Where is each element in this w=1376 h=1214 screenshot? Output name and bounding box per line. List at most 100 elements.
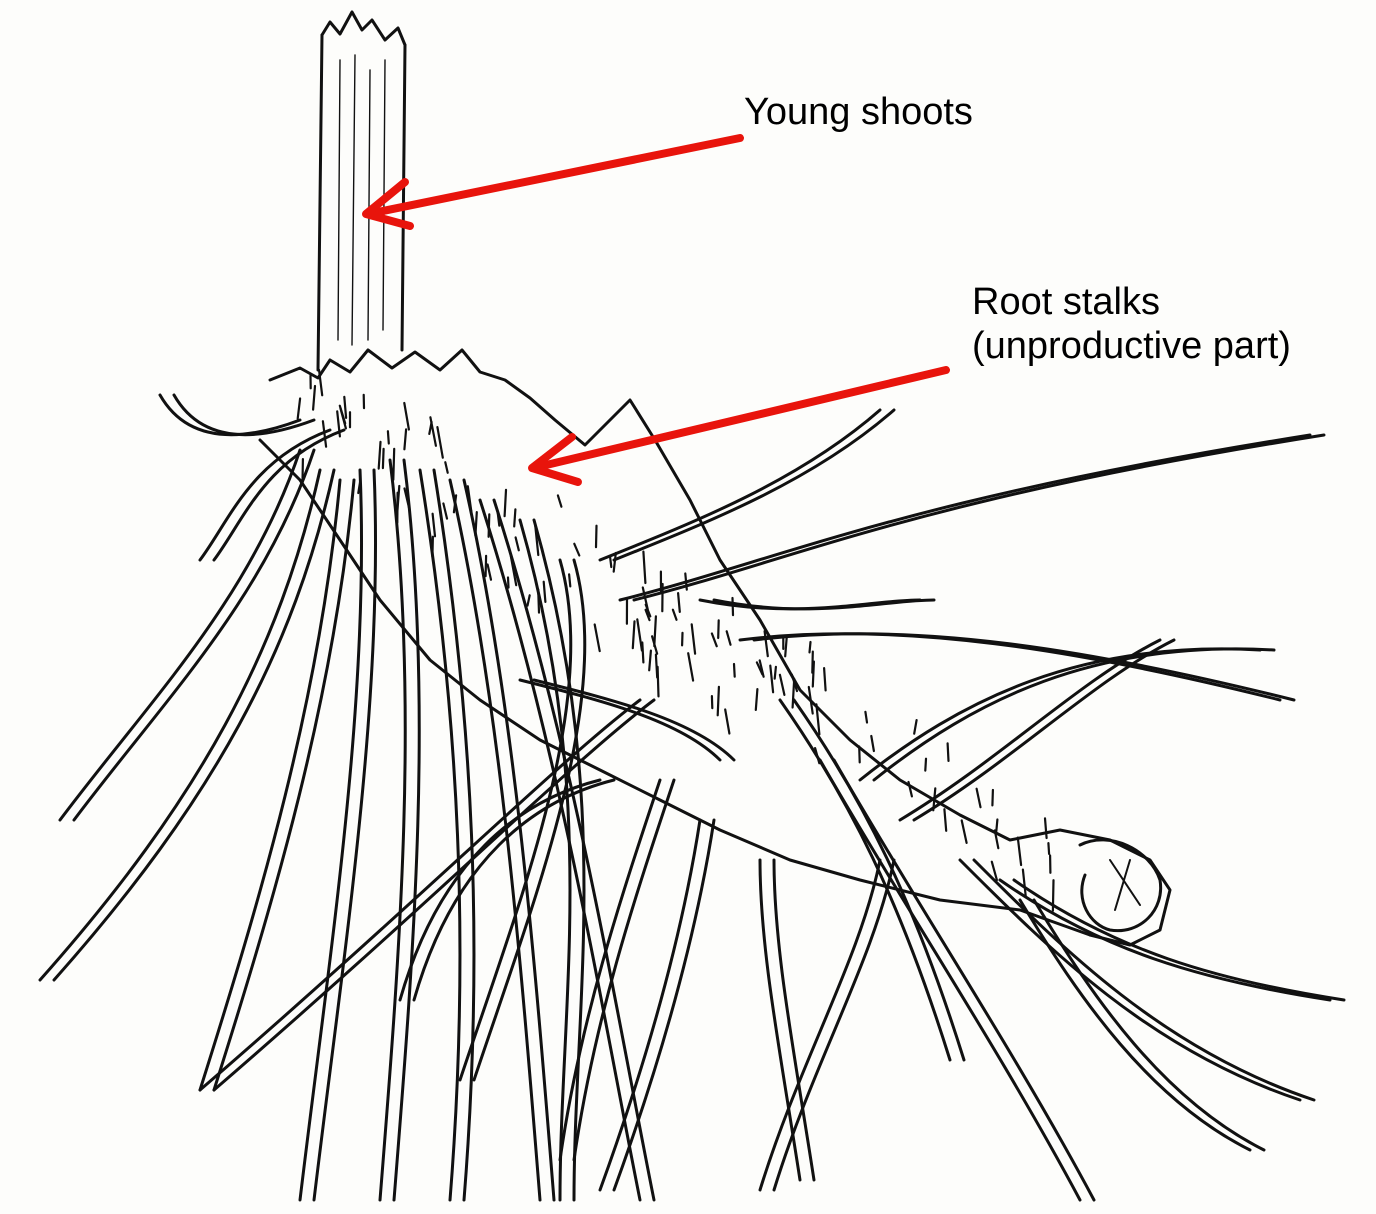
- hatch-mark: [558, 495, 562, 506]
- root-strand: [214, 430, 344, 560]
- root-strand: [214, 700, 654, 1090]
- root-strand: [574, 780, 674, 1160]
- root-strand: [420, 470, 460, 1200]
- young-shoots-arrow-line: [378, 138, 740, 212]
- hatch-mark: [569, 574, 570, 586]
- hatch-mark: [785, 637, 787, 656]
- hatch-mark: [977, 789, 981, 808]
- root-strand: [1000, 880, 1330, 1000]
- hatch-mark: [445, 462, 447, 473]
- hatch-mark: [925, 759, 926, 771]
- hatch-mark: [437, 427, 442, 458]
- arrows: [366, 138, 946, 482]
- hatch-mark: [909, 782, 912, 796]
- hatch-mark: [688, 653, 693, 680]
- hatch-mark: [725, 710, 729, 734]
- root-strand: [300, 470, 362, 1200]
- hatch-mark: [859, 747, 860, 763]
- hatch-mark: [443, 504, 447, 519]
- hatch-mark: [756, 689, 758, 710]
- hatch-mark: [544, 582, 546, 602]
- hatch-mark: [404, 429, 406, 449]
- hatch-mark: [430, 417, 436, 446]
- hatch-mark: [718, 620, 719, 638]
- root-strand: [774, 860, 894, 1190]
- hatch-mark: [344, 397, 346, 418]
- root-strand: [494, 500, 654, 1200]
- hatch-mark: [1048, 843, 1049, 854]
- root-strand: [900, 640, 1160, 820]
- hatch-mark: [914, 720, 916, 734]
- root-strand: [214, 480, 354, 1090]
- hatch-mark: [488, 565, 491, 580]
- root-strand: [160, 395, 300, 435]
- hatch-mark: [516, 537, 519, 550]
- hatch-mark: [486, 556, 487, 576]
- hatch-mark: [433, 514, 435, 537]
- hatch-mark: [673, 610, 677, 620]
- root-strand: [480, 500, 640, 1200]
- hatch-mark: [388, 431, 389, 443]
- hatch-mark: [505, 490, 506, 516]
- hatch-mark: [793, 679, 795, 708]
- hatch-mark: [298, 399, 300, 419]
- hatch-mark: [574, 544, 579, 556]
- hatch-mark: [528, 595, 530, 605]
- root-strand: [434, 470, 474, 1200]
- hatch-mark: [962, 820, 967, 843]
- root-strand: [60, 450, 300, 820]
- root-stalks-label-line1: Root stalks: [972, 280, 1291, 324]
- hatch-mark: [658, 667, 659, 697]
- hatch-mark: [596, 526, 597, 548]
- hatch-mark: [313, 386, 315, 410]
- hatch-mark: [718, 687, 719, 716]
- hatch-mark: [871, 736, 874, 751]
- hatch-mark: [996, 820, 997, 832]
- hatch-mark: [610, 557, 611, 567]
- rhizome-texture: [298, 370, 1054, 911]
- hatch-mark: [383, 449, 384, 468]
- hatch-mark: [642, 643, 643, 663]
- hatch-mark: [813, 662, 814, 687]
- hatch-mark: [649, 651, 651, 671]
- hatch-mark: [637, 619, 642, 650]
- hatch-mark: [633, 621, 635, 648]
- roots: [40, 395, 1344, 1200]
- root-strand: [794, 700, 964, 1060]
- hatch-mark: [643, 552, 645, 583]
- root-strand: [534, 520, 584, 1200]
- root-strand: [760, 860, 880, 1190]
- hatch-mark: [1045, 818, 1047, 838]
- root-stalks-label: Root stalks (unproductive part): [972, 280, 1291, 368]
- hatch-mark: [727, 631, 731, 644]
- hatch-mark: [944, 809, 946, 831]
- hatch-mark: [1023, 870, 1026, 896]
- hatch-mark: [810, 642, 811, 652]
- root-stalks-label-line2: (unproductive part): [972, 324, 1291, 368]
- hatch-mark: [712, 634, 717, 647]
- hatch-mark: [508, 578, 509, 588]
- young-shoots-label: Young shoots: [744, 90, 973, 134]
- hatch-mark: [692, 624, 695, 653]
- hatch-mark: [780, 675, 785, 695]
- hatch-mark: [654, 616, 656, 646]
- hatch-mark: [379, 442, 381, 469]
- hatch-mark: [992, 790, 993, 805]
- root-strand: [54, 470, 334, 980]
- hatch-mark: [948, 743, 949, 761]
- hatch-mark: [678, 593, 680, 612]
- root-strand: [40, 470, 320, 980]
- root-strand: [520, 680, 720, 760]
- hatch-mark: [770, 666, 773, 693]
- root-strand: [394, 460, 419, 1200]
- hatch-mark: [595, 625, 600, 652]
- hatch-mark: [865, 712, 867, 723]
- hatch-mark: [775, 667, 776, 679]
- hatch-mark: [393, 449, 394, 480]
- root-strand: [820, 760, 1080, 1200]
- hatch-mark: [397, 486, 399, 515]
- hatch-mark: [1018, 838, 1021, 865]
- root-strand: [1014, 880, 1344, 1000]
- hatch-mark: [404, 403, 409, 430]
